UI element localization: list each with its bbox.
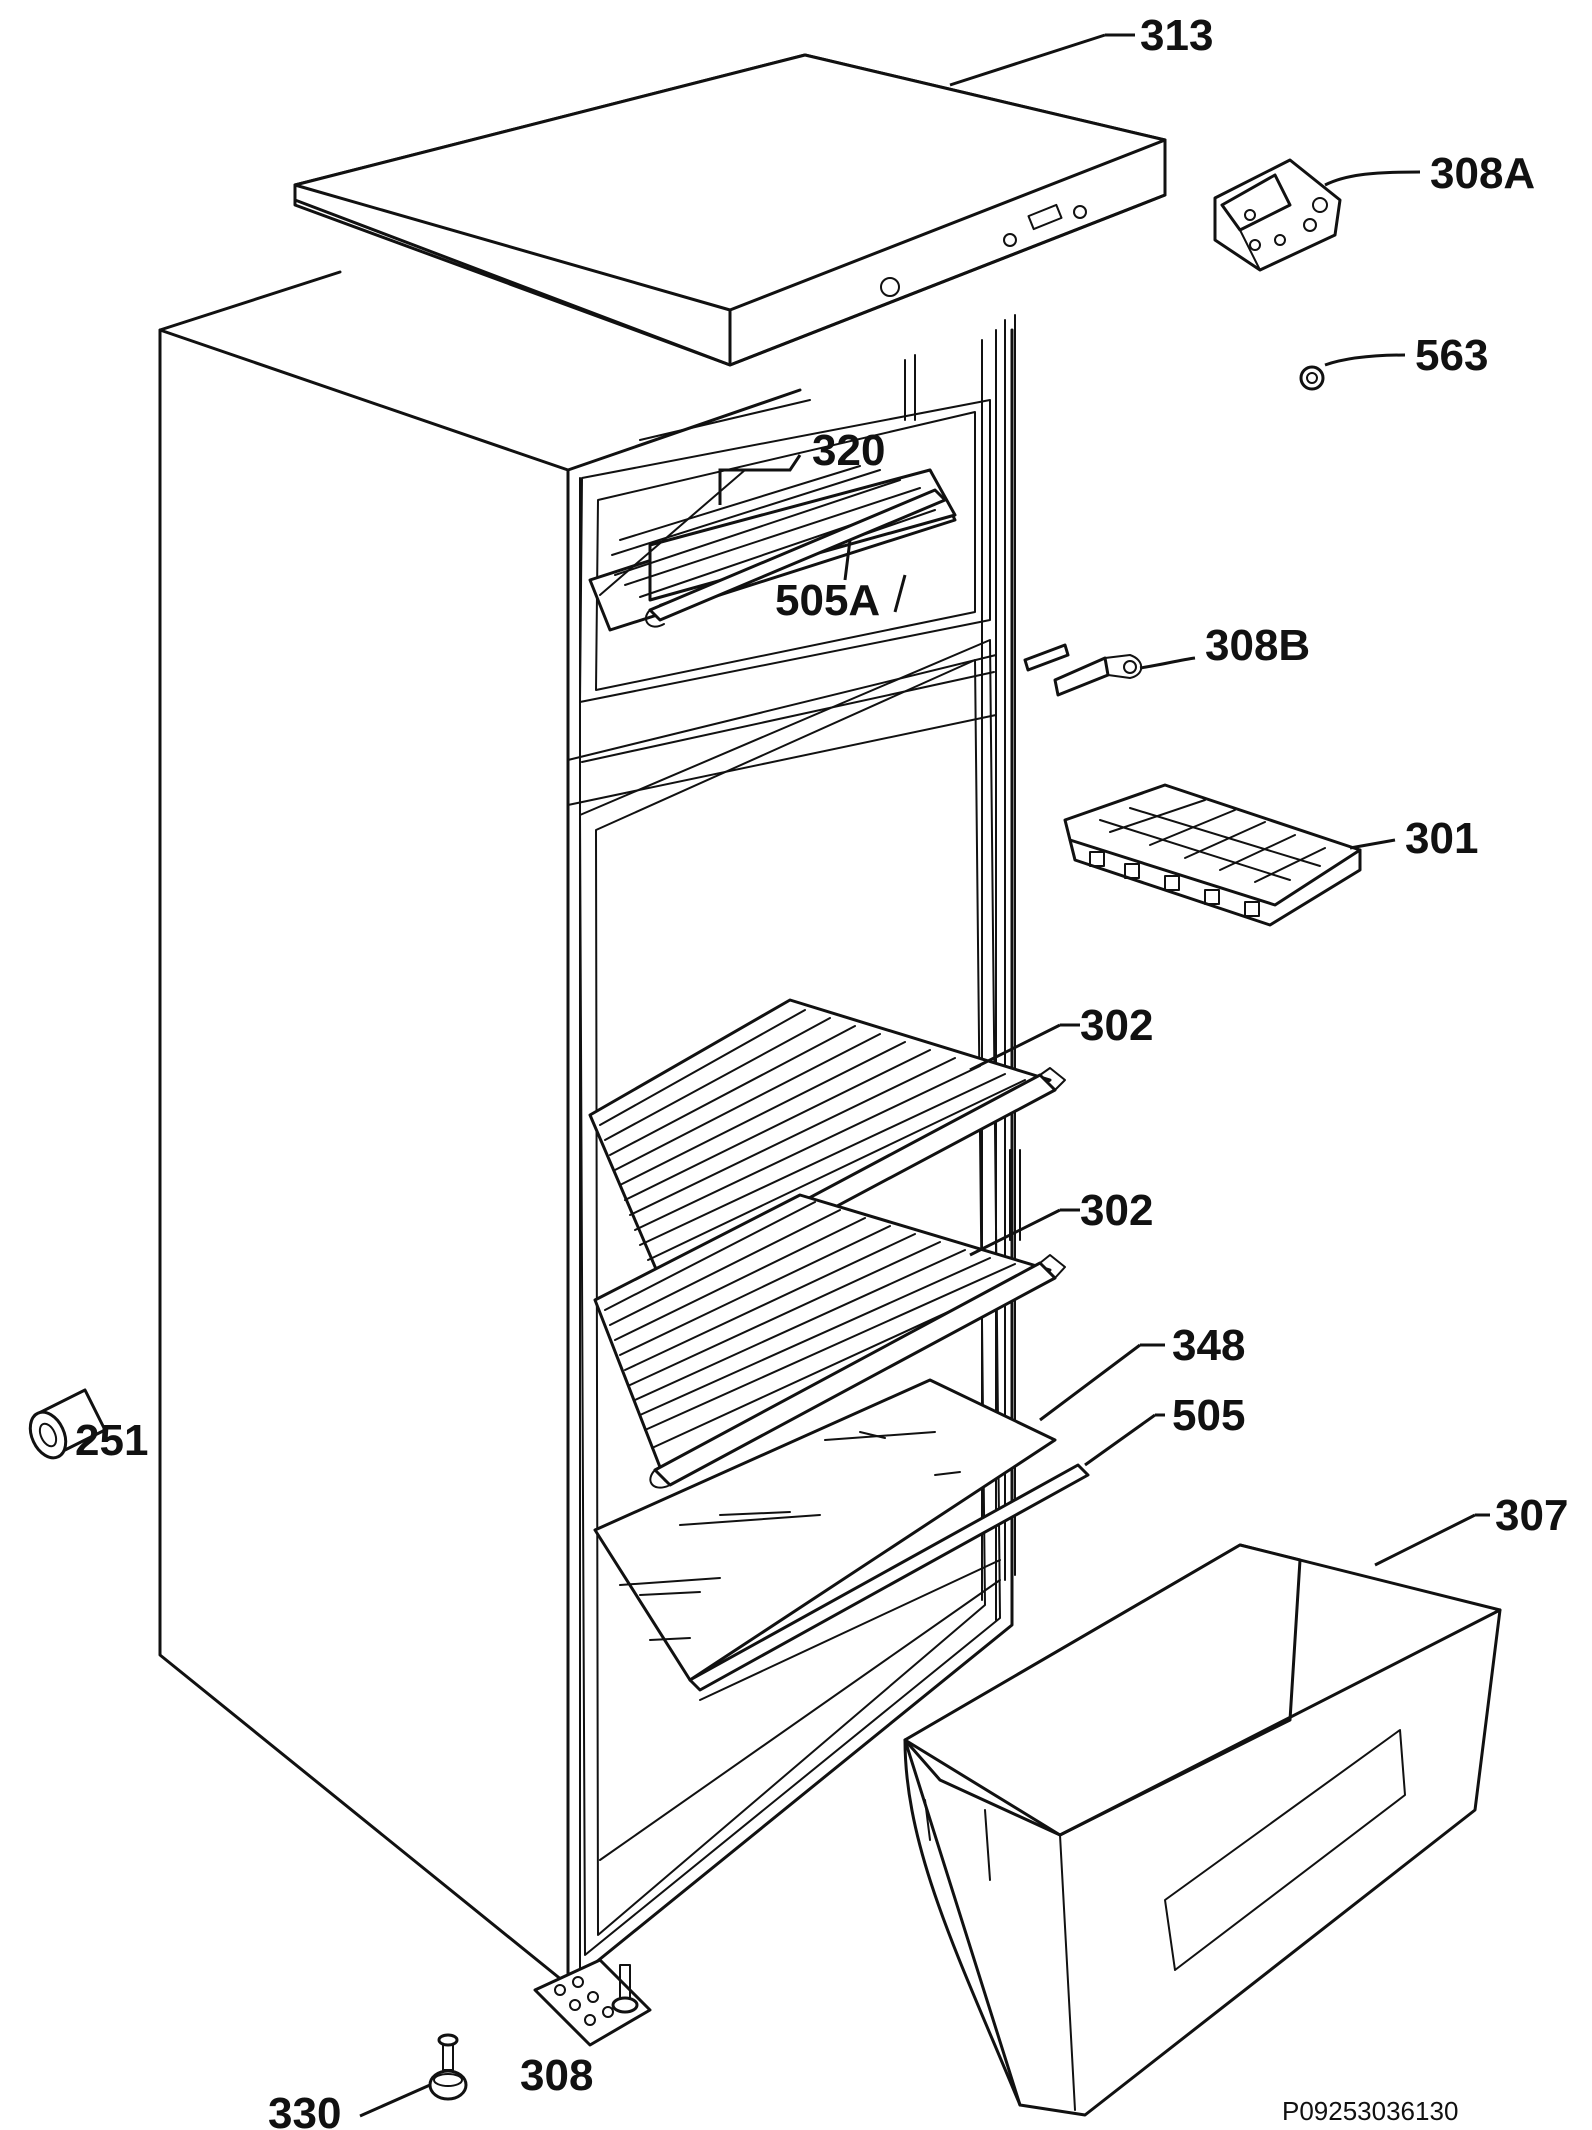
part-labels: 313 308A 563 320 505A 308B 301 302 302 3… bbox=[75, 11, 1568, 2130]
label-348: 348 bbox=[1172, 1321, 1245, 1370]
glass-shelf-348 bbox=[593, 1378, 1090, 1692]
hinge-bottom-308 bbox=[533, 1958, 652, 2047]
adjustable-foot-330 bbox=[428, 2033, 468, 2101]
label-307: 307 bbox=[1495, 1491, 1568, 1540]
label-563: 563 bbox=[1415, 331, 1488, 380]
cabinet-body bbox=[158, 270, 1021, 1987]
label-320: 320 bbox=[812, 426, 885, 475]
label-308A: 308A bbox=[1430, 149, 1535, 198]
label-251: 251 bbox=[75, 1416, 148, 1465]
crisper-drawer-307 bbox=[903, 1543, 1502, 2117]
freezer-shelf-320 bbox=[588, 465, 957, 632]
screw-cap-563 bbox=[1299, 365, 1325, 391]
label-308B: 308B bbox=[1205, 621, 1310, 670]
label-505: 505 bbox=[1172, 1391, 1245, 1440]
lid-313 bbox=[293, 53, 1167, 367]
ice-tray-301 bbox=[1063, 783, 1362, 927]
label-505A: 505A bbox=[775, 576, 880, 625]
label-313: 313 bbox=[1140, 11, 1213, 60]
label-330: 330 bbox=[268, 2089, 341, 2130]
leader-lines bbox=[359, 33, 1490, 2118]
drawing-code: P09253036130 bbox=[1282, 2096, 1458, 2126]
foot-251 bbox=[28, 1388, 107, 1460]
hinge-middle-308B bbox=[1023, 643, 1143, 697]
label-302-lower: 302 bbox=[1080, 1186, 1153, 1235]
label-308: 308 bbox=[520, 2051, 593, 2100]
label-302-upper: 302 bbox=[1080, 1001, 1153, 1050]
label-301: 301 bbox=[1405, 814, 1478, 863]
fridge-bottom-rails bbox=[599, 1559, 1001, 1861]
hinge-top-308A bbox=[1213, 158, 1342, 272]
shelf-lower-302 bbox=[593, 1193, 1066, 1489]
